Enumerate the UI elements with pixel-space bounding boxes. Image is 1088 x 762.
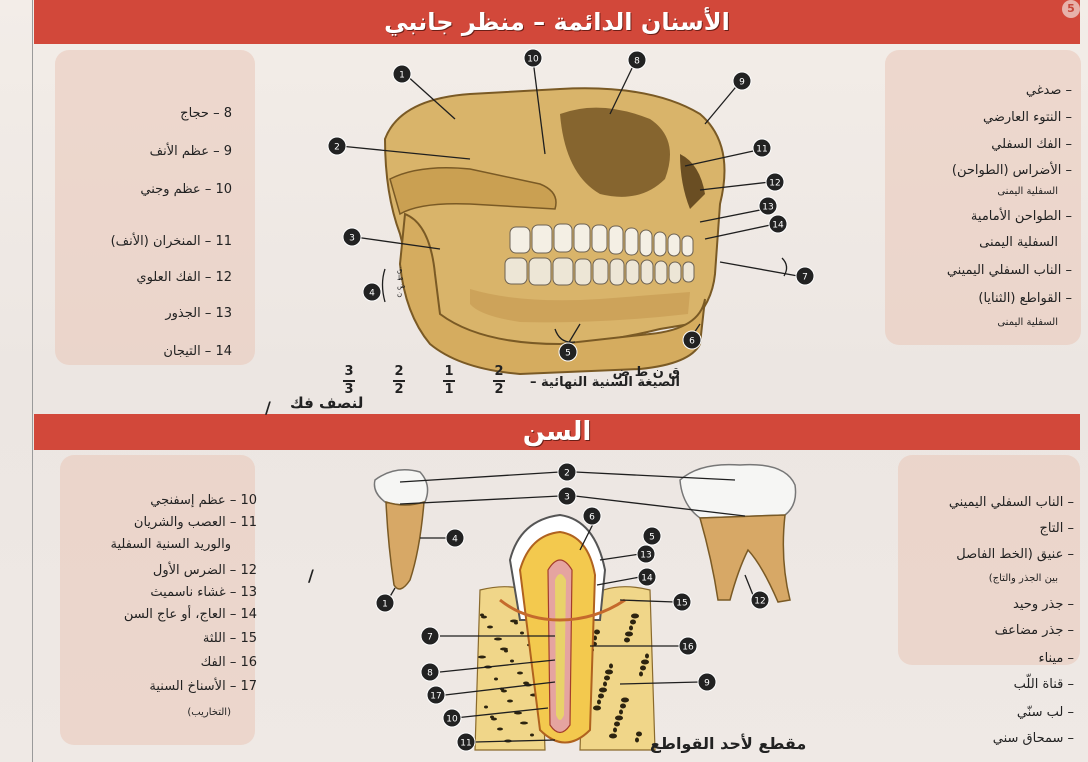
formula-fraction: 11 (443, 365, 455, 397)
section-title-text: الأسنان الدائمة – منظر جانبي (384, 8, 730, 36)
callout-marker-label: 11 (460, 739, 471, 749)
bone-dot (497, 728, 503, 731)
bone-dot (520, 632, 524, 635)
callout-marker-label: 2 (334, 143, 340, 153)
bone-dot (599, 688, 607, 693)
callout-marker-label: 17 (430, 692, 441, 702)
bone-dot (620, 704, 626, 709)
bone-dot (631, 614, 639, 619)
callout-marker-label: 5 (565, 349, 571, 359)
bone-dot (597, 700, 601, 705)
bone-dot (609, 664, 613, 669)
formula-fraction: 33 (343, 365, 355, 397)
callout-marker-label: 3 (564, 493, 570, 503)
bone-dot (603, 682, 607, 687)
callout-marker-label: 8 (634, 57, 640, 67)
callout-marker-label: 13 (640, 551, 651, 561)
callout-marker-label: 6 (689, 337, 695, 347)
bone-dot (639, 672, 643, 677)
callout-marker-label: 8 (427, 669, 433, 679)
molar-roots (700, 515, 790, 602)
callout-marker-label: 4 (369, 289, 375, 299)
bone-dot (605, 670, 613, 675)
tooth-type-mark: ض (397, 282, 405, 290)
tooth-type-mark: ق (397, 266, 402, 274)
callout-marker-label: 10 (446, 715, 458, 725)
formula-note: لنصف فك (290, 394, 363, 412)
bone-dot (491, 718, 497, 721)
canine-crown (374, 470, 427, 505)
bone-dot (630, 620, 636, 625)
bone-dot (501, 690, 507, 693)
pen-mark: / (308, 566, 314, 585)
bone-dot (614, 722, 620, 727)
bone-dot (621, 698, 629, 703)
callout-marker-label: 7 (802, 273, 808, 283)
callout-marker-label: 9 (739, 78, 745, 88)
callout-marker-label: 12 (754, 597, 765, 607)
formula-fraction: 22 (393, 365, 405, 397)
bone-dot (530, 734, 534, 737)
bone-dot (613, 728, 617, 733)
bone-dot (487, 626, 493, 629)
bone-dot (517, 672, 523, 675)
bone-dot (481, 616, 487, 619)
bone-dot (598, 694, 604, 699)
tooth-type-mark: ن (397, 290, 402, 298)
bone-dot (507, 700, 513, 703)
bracket-left (383, 269, 386, 302)
section-title-permanent-teeth: الأسنان الدائمة – منظر جانبي 5 (34, 0, 1080, 44)
formula-fraction: 22 (493, 365, 505, 397)
bone-dot (510, 660, 514, 663)
formula-label: الصيغة السنية النهائية – (530, 375, 680, 390)
bone-dot (635, 738, 639, 743)
tooth-illustrations: 2341561314157168179101112 (0, 450, 1088, 762)
callout-marker-label: 15 (676, 599, 687, 609)
callout-marker-label: 5 (649, 533, 655, 543)
callout-marker-label: 1 (399, 71, 405, 81)
section-caption: مقطع لأحد القواطع (650, 734, 806, 753)
page-badge: 5 (1062, 0, 1080, 18)
bone-dot (640, 666, 646, 671)
bone-dot (594, 630, 600, 635)
callout-marker-label: 12 (769, 179, 780, 189)
callout-marker-label: 10 (527, 55, 539, 65)
callout-marker-label: 7 (427, 633, 433, 643)
section-title-tooth: السن (34, 414, 1080, 450)
bone-dot (478, 656, 486, 659)
bone-dot (645, 654, 649, 659)
bone-dot (593, 706, 601, 711)
bone-dot (494, 638, 502, 641)
canine-root (386, 502, 424, 589)
callout-marker-label: 14 (772, 221, 784, 231)
bone-dot (625, 632, 633, 637)
callout-marker-label: 9 (704, 679, 710, 689)
bone-dot (641, 660, 649, 665)
section-title-text: السن (523, 417, 592, 447)
bone-dot (514, 622, 518, 625)
bone-dot (629, 626, 633, 631)
callout-marker-label: 13 (762, 203, 773, 213)
bone-dot (619, 710, 623, 715)
tooth-type-mark: ط (397, 274, 403, 282)
callout-marker-label: 14 (641, 574, 653, 584)
bone-dot (484, 706, 488, 709)
bone-dot (624, 638, 630, 643)
bone-dot (609, 734, 617, 739)
pen-mark: / (265, 398, 271, 417)
bone-dot (520, 722, 528, 725)
bone-dot (615, 716, 623, 721)
bone-dot (604, 676, 610, 681)
callout-marker-label: 1 (382, 600, 388, 610)
callout-marker-label: 3 (349, 234, 355, 244)
callout-marker-label: 16 (682, 643, 694, 653)
bone-dot (494, 678, 498, 681)
callout-marker-label: 6 (589, 513, 595, 523)
bone-dot (636, 732, 642, 737)
callout-marker-label: 11 (756, 145, 767, 155)
callout-marker-label: 2 (564, 469, 570, 479)
callout-marker-label: 4 (452, 535, 458, 545)
bone-dot (504, 650, 508, 653)
